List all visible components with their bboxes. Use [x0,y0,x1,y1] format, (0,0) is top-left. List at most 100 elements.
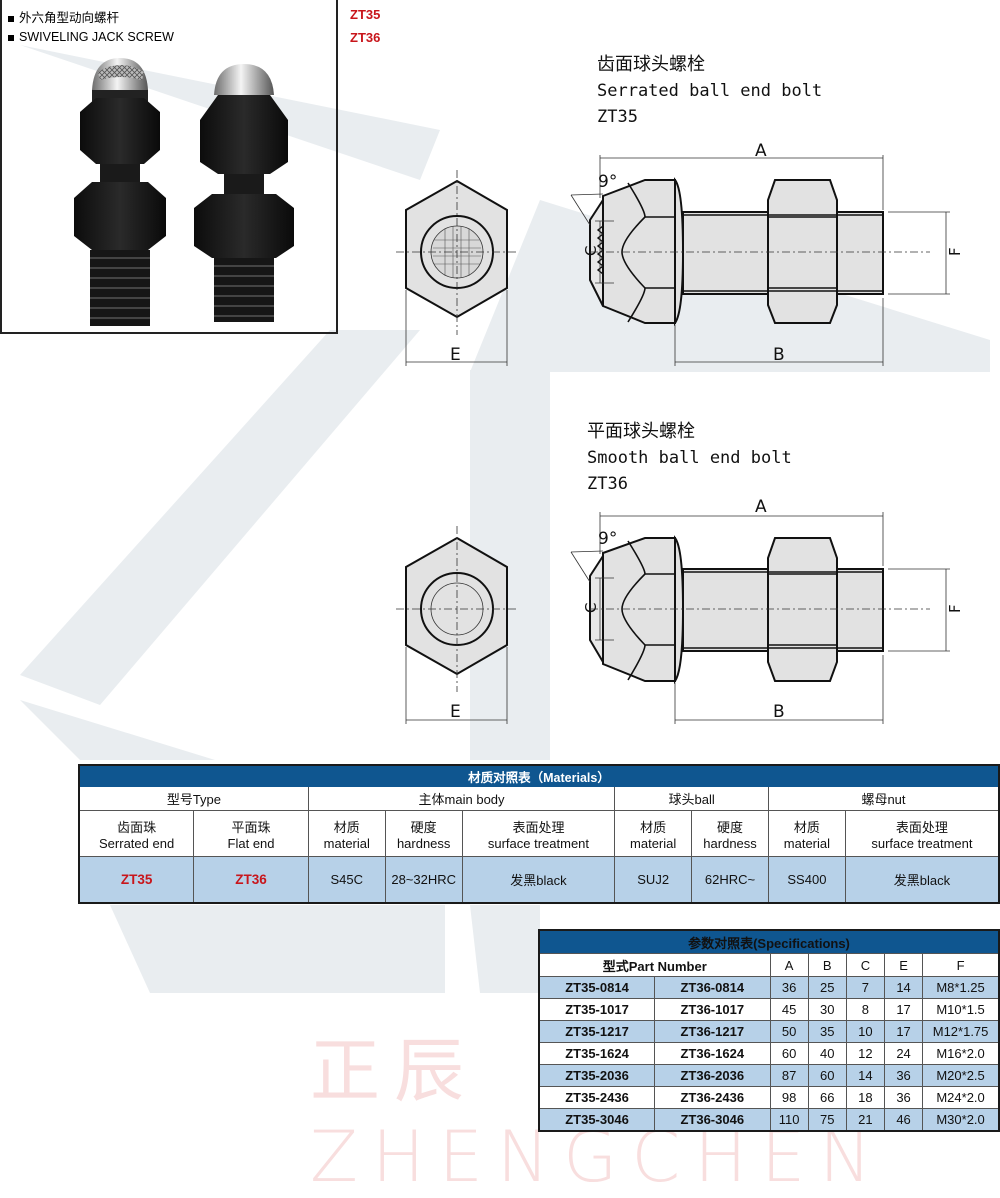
drawing-code: ZT35 [597,107,638,127]
svg-text:E: E [450,702,461,722]
cell-b: 60 [807,1064,847,1087]
part-zt35: ZT35-2436 [538,1086,655,1109]
cell-a: 110 [769,1108,809,1132]
part-zt36: ZT36-2036 [654,1064,771,1087]
drawing-caption-zt36: 平面球头螺栓 Smooth ball end bolt ZT36 [587,419,792,497]
cell-e: 17 [883,998,924,1021]
materials-title-row: 材质对照表（Materials） [78,764,1000,787]
cell-b: 75 [807,1108,847,1132]
svg-text:F: F [946,604,964,613]
cell-c: 12 [845,1042,885,1065]
cell-f: M12*1.75 [922,1020,1000,1043]
svg-text:9°: 9° [598,529,617,549]
col-c-header: C [845,953,885,977]
spec-title: 参数对照表(Specifications) [538,929,1000,954]
drawing-name-cn: 齿面球头螺栓 [597,54,705,75]
svg-text:C: C [582,603,600,613]
cell-body-material: S45C [307,856,386,903]
svg-text:C: C [582,246,600,256]
part-number-header: 型式Part Number [538,953,771,977]
cell-a: 50 [769,1020,809,1043]
cell-c: 10 [845,1020,885,1043]
cell-a: 45 [769,998,809,1021]
part-zt36: ZT36-1624 [654,1042,771,1065]
cell-e: 24 [883,1042,924,1065]
svg-text:9°: 9° [598,172,617,192]
cell-c: 7 [845,976,885,999]
cell-body-hardness: 28~32HRC [384,856,463,903]
code-zt35: ZT35 [350,7,381,22]
serrated-bolt-photo [74,58,166,326]
specifications-table: 参数对照表(Specifications) 型式Part Number A B … [538,929,1000,1132]
col-a-header: A [769,953,809,977]
drawing-code: ZT36 [587,474,628,494]
group-ball: 球头ball [614,786,769,811]
cell-a: 36 [769,976,809,999]
part-zt36: ZT36-1017 [654,998,771,1021]
smooth-bolt-photo [194,64,294,322]
spec-header-row: 型式Part Number A B C E F [538,953,1000,977]
table-row: ZT35-1217 ZT36-1217 50 35 10 17 M12*1.75 [538,1020,1000,1043]
materials-title: 材质对照表（Materials） [78,764,1000,787]
serrated-bolt-drawing: E A B C F 9° [396,141,964,366]
svg-text:F: F [946,247,964,256]
cell-c: 14 [845,1064,885,1087]
part-zt35: ZT35-1017 [538,998,655,1021]
title-cn-line: 外六角型动向螺杆 [8,7,119,26]
cell-a: 60 [769,1042,809,1065]
cell-e: 46 [883,1108,924,1132]
cell-flat-code: ZT36 [193,856,309,903]
group-type: 型号Type [78,786,309,811]
cell-e: 17 [883,1020,924,1043]
table-row: ZT35-2036 ZT36-2036 87 60 14 36 M20*2.5 [538,1064,1000,1087]
table-row: ZT35-2436 ZT36-2436 98 66 18 36 M24*2.0 [538,1086,1000,1109]
cell-body-surface: 发黑black [461,856,616,903]
cell-c: 18 [845,1086,885,1109]
cell-f: M10*1.5 [922,998,1000,1021]
product-photo [74,58,294,326]
part-zt35: ZT35-3046 [538,1108,655,1132]
svg-text:B: B [773,702,785,722]
svg-text:A: A [755,497,767,517]
drawing-name-en: Serrated ball end bolt [597,81,823,101]
cell-nut-surface: 发黑black [844,856,1000,903]
drawing-name-cn: 平面球头螺栓 [587,421,695,442]
cell-a: 87 [769,1064,809,1087]
col-e-header: E [883,953,924,977]
group-main-body: 主体main body [307,786,616,811]
cell-a: 98 [769,1086,809,1109]
materials-table: 材质对照表（Materials） 型号Type 主体main body 球头ba… [78,764,1000,904]
table-row: ZT35-1624 ZT36-1624 60 40 12 24 M16*2.0 [538,1042,1000,1065]
cell-f: M16*2.0 [922,1042,1000,1065]
col-b-header: B [807,953,847,977]
part-zt36: ZT36-2436 [654,1086,771,1109]
cell-ball-hardness: 62HRC~ [691,856,769,903]
drawing-name-en: Smooth ball end bolt [587,448,792,468]
svg-text:A: A [755,141,767,161]
part-zt36: ZT36-3046 [654,1108,771,1132]
cell-b: 35 [807,1020,847,1043]
title-en-line: SWIVELING JACK SCREW [8,30,174,44]
title-en: SWIVELING JACK SCREW [19,30,174,44]
smooth-bolt-drawing: E A B C F 9° [396,497,964,724]
cell-f: M30*2.0 [922,1108,1000,1132]
cell-e: 36 [883,1064,924,1087]
materials-data-row: ZT35 ZT36 S45C 28~32HRC 发黑black SUJ2 62H… [78,856,1000,903]
svg-text:E: E [450,345,461,365]
table-row: ZT35-0814 ZT36-0814 36 25 7 14 M8*1.25 [538,976,1000,999]
cell-e: 36 [883,1086,924,1109]
cell-e: 14 [883,976,924,999]
group-nut: 螺母nut [767,786,1000,811]
cell-c: 8 [845,998,885,1021]
cell-b: 30 [807,998,847,1021]
cell-nut-material: SS400 [767,856,846,903]
code-zt36: ZT36 [350,30,381,45]
cell-b: 25 [807,976,847,999]
